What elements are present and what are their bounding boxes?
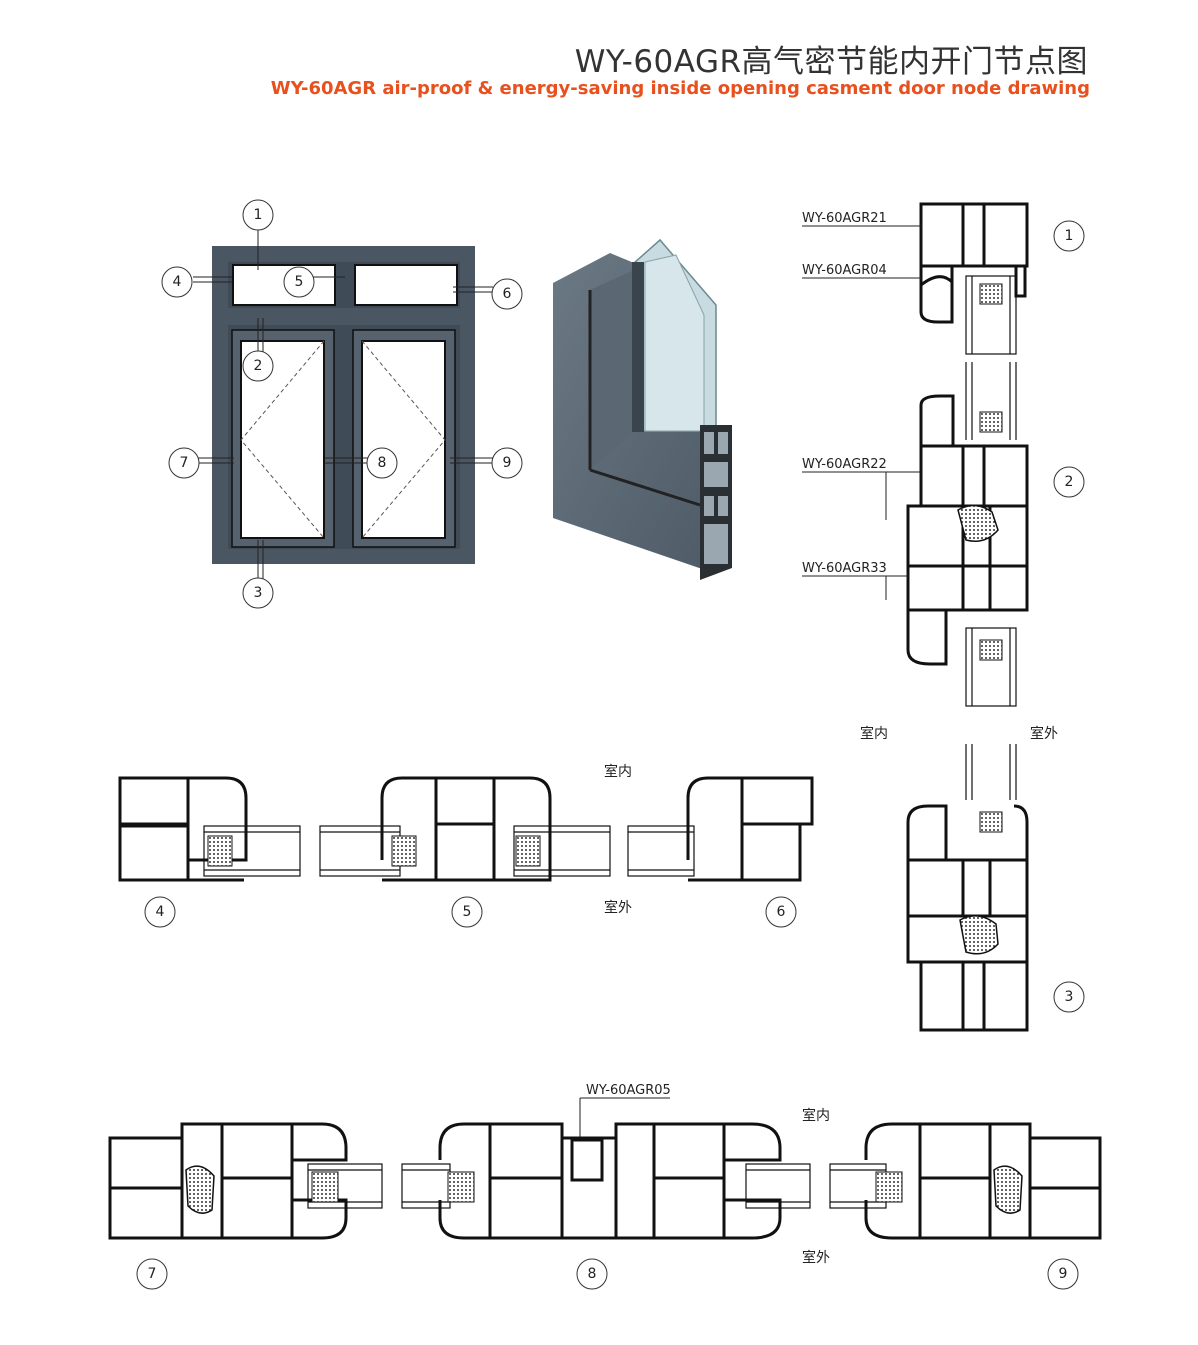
label-outdoor-vertical: 室外	[1030, 725, 1058, 742]
node-number-5: 5	[463, 904, 472, 920]
profile-code-agr05: WY-60AGR05	[586, 1083, 671, 1098]
label-outdoor-456: 室外	[604, 899, 632, 916]
page-subtitle: WY-60AGR air-proof & energy-saving insid…	[270, 78, 1090, 99]
profile-code-agr21: WY-60AGR21	[802, 211, 887, 226]
corner-3d-view	[553, 238, 732, 580]
callout-5: 5	[295, 274, 304, 290]
node-number-2: 2	[1065, 474, 1074, 490]
node-number-4: 4	[156, 904, 165, 920]
node-number-1: 1	[1065, 228, 1074, 244]
vertical-section	[906, 202, 1029, 1032]
profile-code-agr22: WY-60AGR22	[802, 457, 887, 472]
callout-7: 7	[180, 455, 189, 471]
horizontal-section-456	[118, 776, 814, 882]
profile-code-agr04: WY-60AGR04	[802, 263, 887, 278]
callout-4: 4	[173, 274, 182, 290]
callout-1: 1	[254, 207, 263, 223]
elevation-callout-circles	[161, 199, 523, 609]
node-number-7: 7	[148, 1266, 157, 1282]
label-outdoor-789: 室外	[802, 1249, 830, 1266]
callout-8: 8	[378, 455, 387, 471]
callout-6: 6	[503, 286, 512, 302]
callout-9: 9	[503, 455, 512, 471]
door-elevation	[212, 246, 475, 564]
node-number-9: 9	[1059, 1266, 1068, 1282]
page-title: WY-60AGR高气密节能内开门节点图	[574, 44, 1088, 80]
callout-2: 2	[254, 358, 263, 374]
node-number-8: 8	[588, 1266, 597, 1282]
label-indoor-vertical: 室内	[860, 725, 888, 742]
profile-code-leaders	[579, 225, 921, 1140]
node-number-6: 6	[777, 904, 786, 920]
node-number-3: 3	[1065, 989, 1074, 1005]
label-indoor-789: 室内	[802, 1107, 830, 1124]
node-number-circles	[136, 220, 1085, 1290]
horizontal-section-789	[108, 1122, 1102, 1240]
profile-code-agr33: WY-60AGR33	[802, 561, 887, 576]
elevation-leaders	[193, 229, 494, 580]
label-indoor-456: 室内	[604, 763, 632, 780]
callout-3: 3	[254, 585, 263, 601]
